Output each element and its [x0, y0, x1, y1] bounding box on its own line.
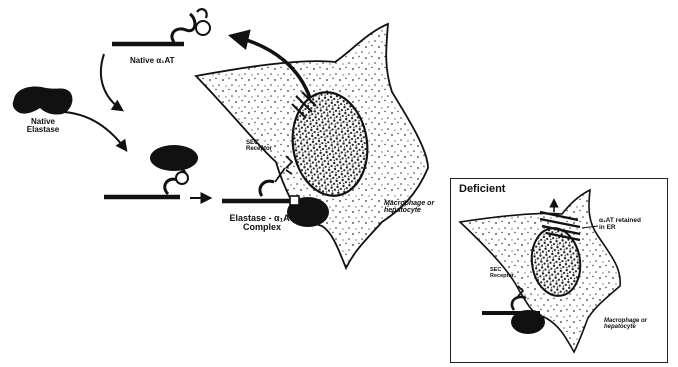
- deficient-receptor-label-line2: Receptor: [490, 274, 514, 280]
- native-elastase-label-line2: Elastase: [16, 126, 70, 134]
- native-a1at-label: Native α₁AT: [130, 57, 175, 65]
- curved-arrow-down: [101, 54, 122, 110]
- retained-label-line2: in ER: [599, 225, 641, 232]
- deficient-panel: [450, 178, 668, 363]
- curved-arrow-right: [64, 112, 126, 150]
- serpin-receptor-label-line2: Receptor: [246, 146, 272, 152]
- cell-type-label: Macrophage or hepatocyte: [384, 200, 434, 215]
- native-a1at-molecule: [112, 9, 210, 44]
- complex-label-line2: Complex: [214, 223, 310, 232]
- binding-elastase-a1at: [104, 145, 198, 197]
- deficient-title: Deficient: [459, 184, 505, 196]
- deficient-cell-type-label-line2: hepatocyte: [604, 324, 647, 330]
- native-elastase-label: Native Elastase: [16, 118, 70, 135]
- cell-type-label-line1: Macrophage or: [384, 200, 434, 207]
- deficient-cell-type-label: Macrophage or hepatocyte: [604, 318, 647, 331]
- retained-label: α₁AT retained in ER: [599, 218, 641, 232]
- native-elastase-molecule: [13, 86, 73, 114]
- cell-type-label-line2: hepatocyte: [384, 207, 434, 214]
- serpin-receptor-label: SEC Receptor: [246, 140, 272, 153]
- complex-label: Elastase - α₁AT Complex: [214, 214, 310, 233]
- deficient-receptor-label: SEC Receptor: [490, 268, 514, 280]
